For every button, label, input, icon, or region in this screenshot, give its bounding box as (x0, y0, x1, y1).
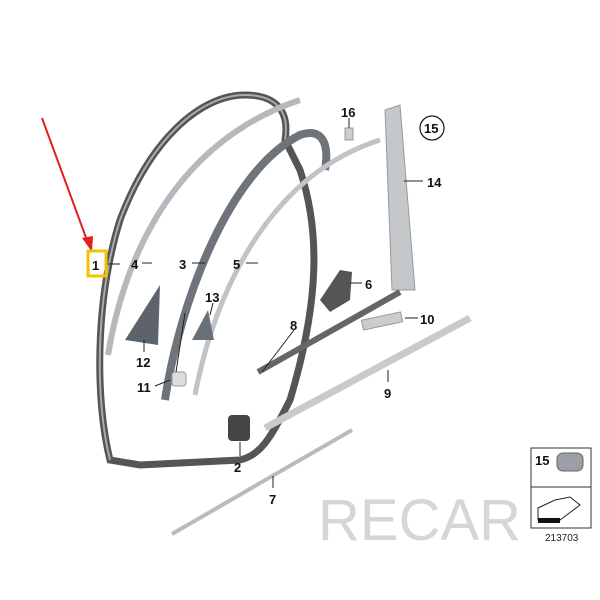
part-10-clip (360, 311, 404, 331)
part-2-bracket (228, 415, 250, 441)
callout-7: 7 (269, 492, 276, 507)
part-4-trim (105, 97, 301, 356)
part-8-belt-strip (256, 289, 402, 375)
part-3-channel (161, 129, 331, 401)
callout-5: 5 (233, 257, 240, 272)
callout-10: 10 (420, 312, 434, 327)
callout-9: 9 (384, 386, 391, 401)
callout-13: 13 (205, 290, 219, 305)
callout-15-circle (419, 115, 445, 141)
leader-lines (106, 118, 423, 488)
red-arrow-icon (41, 117, 93, 252)
inset-clip-icon (556, 452, 584, 472)
part-6-bracket (320, 270, 352, 312)
callout-3: 3 (179, 257, 186, 272)
watermark: RECAR (318, 488, 521, 553)
callout-4: 4 (131, 257, 139, 272)
callout-1-highlight (86, 249, 108, 278)
inset-box: 15 (530, 447, 592, 529)
inset-label: 15 (535, 453, 549, 468)
callout-11: 11 (137, 380, 151, 395)
callout-2: 2 (234, 460, 241, 475)
callout-8: 8 (290, 318, 297, 333)
callout-12: 12 (136, 355, 150, 370)
callout-16: 16 (341, 105, 355, 120)
part-7-strip (170, 428, 354, 536)
part-14-pillar (384, 104, 416, 291)
callout-1: 1 (92, 258, 99, 273)
callout-14: 14 (427, 175, 442, 190)
part-5-trim (192, 137, 381, 396)
callout-15: 15 (424, 121, 438, 136)
callout-6: 6 (365, 277, 372, 292)
part-11-clip (171, 371, 187, 387)
part-13-triangle (192, 310, 214, 340)
part-9-strip (263, 314, 472, 432)
part-12-triangle (125, 285, 160, 345)
part-16-clip (344, 127, 354, 141)
diagram-number: 213703 (545, 533, 579, 544)
